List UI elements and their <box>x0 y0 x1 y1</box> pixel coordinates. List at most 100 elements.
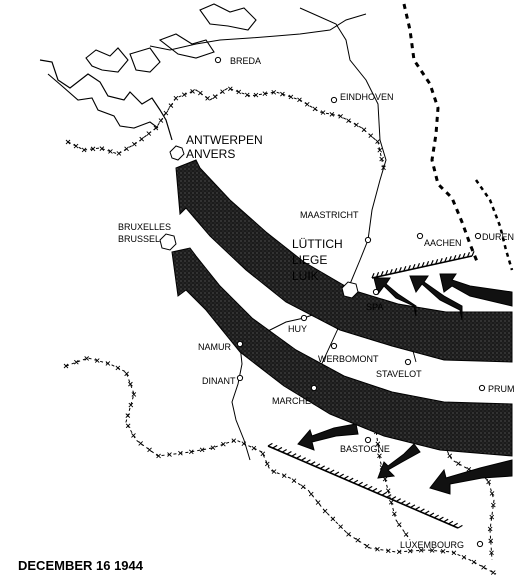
border-cross <box>236 89 242 95</box>
town-dot-eindhoven <box>330 96 338 104</box>
front-hatch <box>391 496 397 500</box>
border-cross <box>181 92 187 98</box>
border-cross <box>281 473 287 479</box>
border-cross <box>231 438 237 444</box>
front-hatch <box>448 256 452 262</box>
coastline-islands <box>47 3 257 129</box>
front-hatch <box>452 522 458 527</box>
border-cross <box>418 548 424 553</box>
front-hatch <box>433 514 439 519</box>
border-cross <box>125 423 131 429</box>
border-cross <box>377 147 383 153</box>
town-dot-stavelot <box>404 358 412 366</box>
front-line-north <box>371 251 475 279</box>
town-dot-namur <box>236 340 244 348</box>
label-luik: LUIK <box>292 269 319 283</box>
front-hatch <box>457 524 463 529</box>
border-cross <box>264 461 270 467</box>
town-dot-aachen <box>416 232 424 240</box>
small-arrow-4 <box>297 423 359 451</box>
label-dinant: DINANT <box>202 376 236 386</box>
border-cross <box>385 548 391 554</box>
front-hatch <box>281 448 287 453</box>
label-aachen: AACHEN <box>424 238 462 248</box>
border-cross <box>385 488 391 493</box>
front-hatch <box>389 269 393 275</box>
border-cross <box>355 537 361 543</box>
border-cross <box>131 141 137 147</box>
border-cross <box>220 89 225 94</box>
border-cross <box>190 89 195 94</box>
border-cross <box>490 570 496 575</box>
front-hatch <box>394 268 398 274</box>
coastline <box>39 59 173 141</box>
town-dot-breda <box>214 56 222 64</box>
front-hatch <box>395 498 401 502</box>
front-hatch <box>334 471 340 476</box>
border-cross <box>375 546 380 552</box>
town-dot-maastricht <box>364 236 372 244</box>
border-cross <box>221 441 226 447</box>
front-hatch <box>453 255 457 261</box>
border-cross <box>251 445 257 451</box>
label-bastogne: BASTOGNE <box>340 444 390 454</box>
border-cross <box>489 550 494 556</box>
border-cross <box>368 133 374 138</box>
border-cross <box>338 524 343 529</box>
border-cross <box>227 86 233 92</box>
front-hatch <box>414 506 420 511</box>
front-hatch <box>277 446 283 451</box>
border-cross <box>156 453 161 459</box>
border-cross <box>288 94 294 100</box>
border-cross <box>168 103 174 108</box>
border-cross <box>124 146 129 152</box>
border-cross <box>105 361 111 366</box>
border-cross <box>291 478 297 483</box>
border-cross <box>381 165 386 171</box>
thrust-arrow-north <box>175 159 513 363</box>
front-hatch <box>435 259 439 265</box>
border-cross <box>297 97 302 103</box>
front-hatch <box>425 261 430 267</box>
town-dot-prum <box>478 384 486 392</box>
border-cross <box>490 502 496 508</box>
front-hatch <box>457 254 461 260</box>
label-duren: DUREN <box>482 232 514 242</box>
front-hatch <box>286 451 292 455</box>
label-spa: SPA <box>366 302 383 312</box>
border-nl-be-crosses <box>65 86 386 171</box>
border-germany-south <box>474 179 514 271</box>
border-cross <box>253 92 259 98</box>
front-hatch <box>315 463 321 468</box>
town-dot-huy <box>300 314 308 322</box>
border-cross <box>304 102 310 107</box>
border-france-crosses <box>63 356 496 575</box>
border-cross <box>375 441 381 447</box>
border-cross <box>429 548 435 553</box>
border-germany <box>402 3 480 265</box>
border-cross <box>346 118 351 123</box>
border-cross <box>447 453 453 459</box>
border-cross <box>364 543 370 549</box>
border-cross <box>147 447 152 453</box>
border-cross <box>396 522 402 527</box>
front-hatch <box>357 481 363 486</box>
front-hatch <box>430 260 434 266</box>
label-prum: PRUM <box>488 384 515 394</box>
small-arrow-5 <box>377 443 421 479</box>
front-hatch <box>376 489 382 494</box>
label-marche: MARCHE <box>272 396 311 406</box>
border-cross <box>455 461 461 466</box>
front-hatch <box>439 258 443 264</box>
front-hatch <box>448 520 454 525</box>
town-dot-duren <box>474 232 482 240</box>
front-hatch <box>424 510 430 515</box>
border-cross <box>280 91 285 97</box>
border-cross <box>212 94 218 99</box>
front-hatch <box>291 453 297 457</box>
front-hatch <box>421 262 425 268</box>
front-hatch <box>348 477 354 482</box>
front-hatch <box>380 271 384 277</box>
front-hatch <box>386 494 392 498</box>
